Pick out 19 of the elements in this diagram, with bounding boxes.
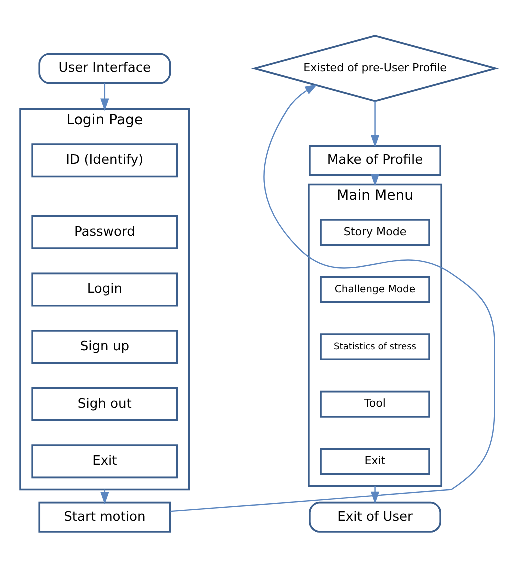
node-box: Tool — [320, 390, 430, 418]
node-diamond: Existed of pre-User Profile — [251, 35, 500, 102]
node-box: Login — [32, 272, 178, 307]
node-box: Story Mode — [320, 219, 430, 246]
node-box: Exit of User — [309, 502, 442, 533]
node-box: ID (Identify) — [32, 144, 178, 178]
node-box: Start motion — [38, 502, 172, 533]
node-box: User Interface — [38, 53, 172, 84]
arrow — [370, 101, 380, 148]
node-box: Sign up — [32, 330, 178, 364]
node-box: Challenge Mode — [320, 276, 430, 304]
node-box: Exit — [32, 444, 178, 479]
arrow — [370, 486, 380, 504]
node-box: Exit — [320, 448, 430, 476]
node-box: Password — [32, 216, 178, 250]
arrow — [170, 84, 496, 512]
node-box: Statistics of stress — [320, 334, 430, 361]
node-box: Sigh out — [32, 387, 178, 422]
arrow — [100, 83, 110, 112]
